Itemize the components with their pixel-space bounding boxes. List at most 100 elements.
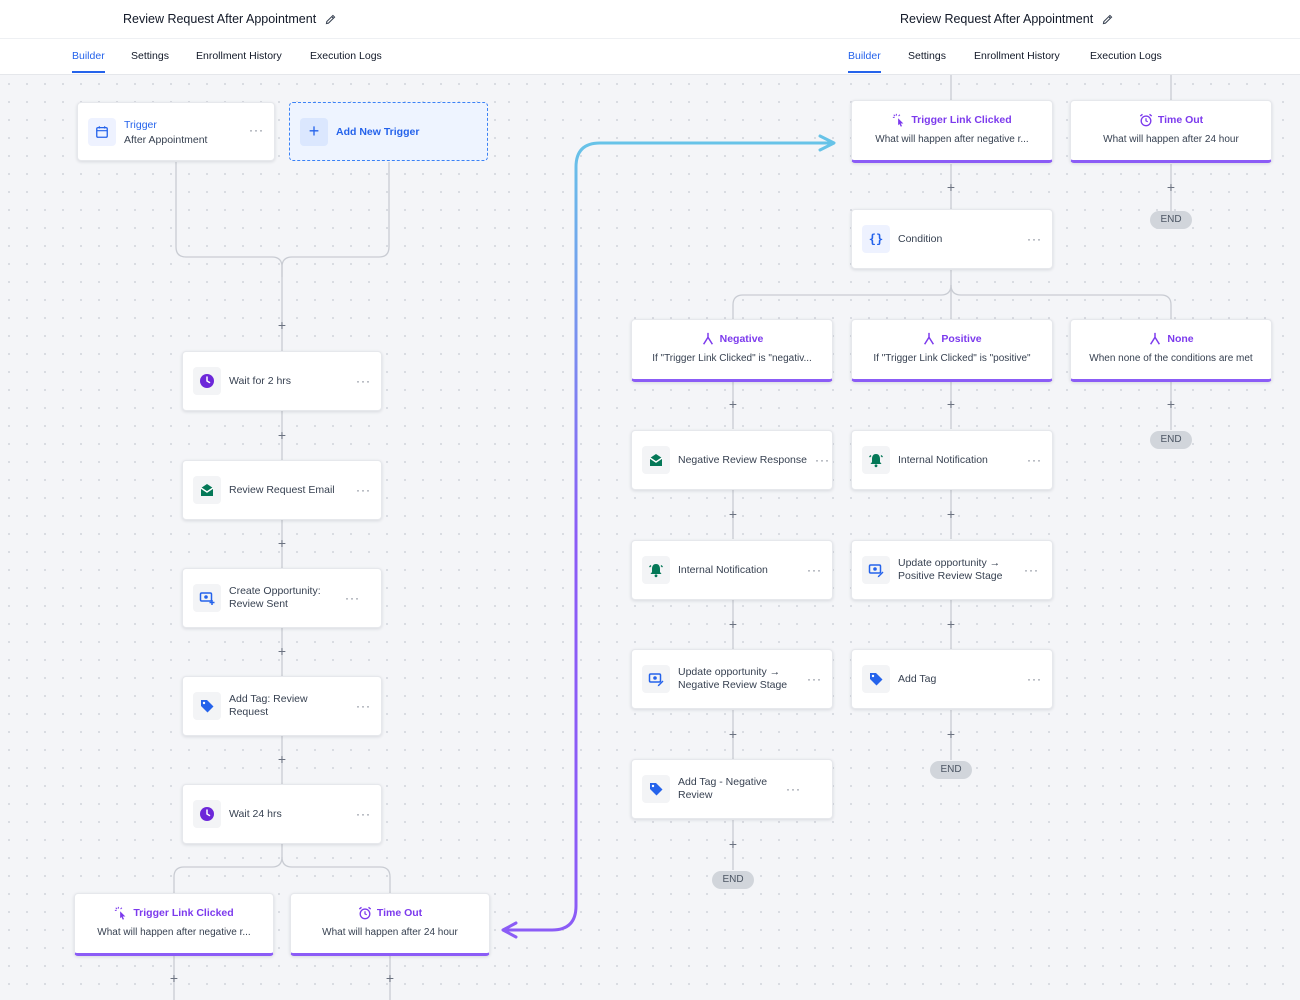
clock-icon bbox=[193, 367, 221, 395]
add-step-button[interactable]: + bbox=[385, 970, 395, 986]
node-menu-button[interactable]: ··· bbox=[345, 591, 360, 605]
email-icon bbox=[193, 476, 221, 504]
add-tag-positive-node[interactable]: Add Tag ··· bbox=[851, 649, 1053, 709]
create-opportunity-node[interactable]: Create Opportunity: Review Sent ··· bbox=[182, 568, 382, 628]
workflow-canvas-right[interactable]: Trigger Link Clicked What will happen af… bbox=[500, 75, 1300, 1000]
add-step-button[interactable]: + bbox=[1166, 396, 1176, 412]
update-opportunity-node[interactable]: Update opportunity → Negative Review Sta… bbox=[631, 649, 833, 709]
action-label: Internal Notification bbox=[898, 453, 988, 466]
end-badge: END bbox=[1150, 431, 1192, 449]
node-menu-button[interactable]: ··· bbox=[356, 699, 371, 713]
tab-enrollment-history[interactable]: Enrollment History bbox=[196, 50, 282, 62]
add-step-button[interactable]: + bbox=[277, 535, 287, 551]
email-action-node[interactable]: Review Request Email ··· bbox=[182, 460, 382, 520]
workflow-canvas-left[interactable]: Trigger After Appointment ··· + Add New … bbox=[0, 75, 500, 1000]
branch-time-out[interactable]: Time Out What will happen after 24 hour bbox=[1070, 100, 1272, 163]
node-menu-button[interactable]: ··· bbox=[356, 374, 371, 388]
branch-negative[interactable]: Negative If "Trigger Link Clicked" is "n… bbox=[631, 319, 833, 382]
add-step-button[interactable]: + bbox=[1166, 179, 1176, 195]
tab-bar: Builder Settings Enrollment History Exec… bbox=[500, 39, 1300, 75]
end-badge: END bbox=[712, 871, 754, 889]
internal-notification-node[interactable]: Internal Notification ··· bbox=[851, 430, 1053, 490]
wait-action-node[interactable]: Wait for 2 hrs ··· bbox=[182, 351, 382, 411]
branch-trigger-link-clicked[interactable]: Trigger Link Clicked What will happen af… bbox=[74, 893, 274, 956]
node-menu-button[interactable]: ··· bbox=[356, 483, 371, 497]
branch-none[interactable]: None When none of the conditions are met bbox=[1070, 319, 1272, 382]
title-wrap: Review Request After Appointment bbox=[900, 12, 1114, 26]
negative-review-response-node[interactable]: Negative Review Response ··· bbox=[631, 430, 833, 490]
add-step-button[interactable]: + bbox=[728, 836, 738, 852]
branch-icon bbox=[924, 332, 935, 345]
trigger-title: Trigger bbox=[124, 119, 157, 131]
branch-icon bbox=[702, 332, 713, 345]
tab-builder[interactable]: Builder bbox=[72, 50, 105, 73]
add-step-button[interactable]: + bbox=[728, 616, 738, 632]
add-step-button[interactable]: + bbox=[277, 751, 287, 767]
alarm-icon bbox=[358, 906, 371, 920]
wait-24-node[interactable]: Wait 24 hrs ··· bbox=[182, 784, 382, 844]
add-tag-label: Add Tag: Review Request bbox=[229, 693, 308, 718]
update-opportunity-node[interactable]: Update opportunity → Positive Review Sta… bbox=[851, 540, 1053, 600]
branch-subtitle: What will happen after 24 hour bbox=[322, 927, 458, 938]
node-menu-button[interactable]: ··· bbox=[807, 672, 822, 686]
node-menu-button[interactable]: ··· bbox=[1027, 672, 1042, 686]
workflow-title: Review Request After Appointment bbox=[900, 12, 1094, 26]
add-step-button[interactable]: + bbox=[277, 643, 287, 659]
trigger-subtitle: After Appointment bbox=[124, 134, 208, 146]
node-menu-button[interactable]: ··· bbox=[814, 453, 830, 467]
add-step-button[interactable]: + bbox=[946, 506, 956, 522]
add-step-button[interactable]: + bbox=[946, 396, 956, 412]
add-step-button[interactable]: + bbox=[946, 616, 956, 632]
wait-24-label: Wait 24 hrs bbox=[229, 807, 282, 820]
email-icon bbox=[642, 446, 670, 474]
pencil-icon[interactable] bbox=[324, 13, 337, 26]
trigger-node[interactable]: Trigger After Appointment ··· bbox=[77, 102, 275, 161]
add-step-button[interactable]: + bbox=[277, 317, 287, 333]
header-bar: Review Request After Appointment bbox=[500, 0, 1300, 39]
add-tag-node[interactable]: Add Tag: Review Request ··· bbox=[182, 676, 382, 736]
connector-lines-left bbox=[173, 162, 391, 1000]
add-tag-negative-node[interactable]: Add Tag - Negative Review ··· bbox=[631, 759, 833, 819]
branch-title: Negative bbox=[719, 333, 764, 345]
add-new-trigger-button[interactable]: + Add New Trigger bbox=[289, 102, 488, 161]
add-step-button[interactable]: + bbox=[728, 506, 738, 522]
branch-trigger-link-clicked[interactable]: Trigger Link Clicked What will happen af… bbox=[851, 100, 1053, 163]
node-menu-button[interactable]: ··· bbox=[356, 807, 371, 821]
node-menu-button[interactable]: ··· bbox=[786, 782, 801, 796]
right-panel: Trigger Link Clicked What will happen af… bbox=[500, 0, 1300, 1000]
create-opportunity-label: Create Opportunity: Review Sent bbox=[229, 585, 321, 610]
internal-notification-node[interactable]: Internal Notification ··· bbox=[631, 540, 833, 600]
pencil-icon[interactable] bbox=[1101, 13, 1114, 26]
node-menu-button[interactable]: ··· bbox=[1024, 563, 1039, 577]
add-step-button[interactable]: + bbox=[728, 396, 738, 412]
branch-time-out[interactable]: Time Out What will happen after 24 hour bbox=[290, 893, 490, 956]
branch-title-row: None bbox=[1071, 332, 1271, 346]
action-label: Add Tag bbox=[898, 672, 937, 685]
tab-execution-logs[interactable]: Execution Logs bbox=[1090, 50, 1162, 62]
workflow-title: Review Request After Appointment bbox=[123, 12, 317, 26]
action-label: Negative Review Response bbox=[678, 453, 807, 466]
add-step-button[interactable]: + bbox=[728, 726, 738, 742]
condition-node[interactable]: {} Condition ··· bbox=[851, 209, 1053, 269]
node-menu-button[interactable]: ··· bbox=[1027, 453, 1042, 467]
action-label: Update opportunity → Negative Review Sta… bbox=[678, 666, 788, 691]
branch-subtitle: When none of the conditions are met bbox=[1089, 353, 1253, 364]
opportunity-icon bbox=[642, 665, 670, 693]
add-step-button[interactable]: + bbox=[277, 427, 287, 443]
tab-settings[interactable]: Settings bbox=[131, 50, 169, 62]
node-menu-button[interactable]: ··· bbox=[807, 563, 822, 577]
add-step-button[interactable]: + bbox=[946, 179, 956, 195]
node-menu-button[interactable]: ··· bbox=[1027, 232, 1042, 246]
branch-title: None bbox=[1167, 333, 1194, 345]
tab-builder[interactable]: Builder bbox=[848, 50, 881, 73]
add-step-button[interactable]: + bbox=[169, 970, 179, 986]
add-step-button[interactable]: + bbox=[946, 726, 956, 742]
braces-icon: {} bbox=[862, 225, 890, 253]
trigger-menu-button[interactable]: ··· bbox=[249, 123, 264, 137]
tab-enrollment-history[interactable]: Enrollment History bbox=[974, 50, 1060, 62]
tab-settings[interactable]: Settings bbox=[908, 50, 946, 62]
tab-execution-logs[interactable]: Execution Logs bbox=[310, 50, 382, 62]
branch-positive[interactable]: Positive If "Trigger Link Clicked" is "p… bbox=[851, 319, 1053, 382]
plus-icon: + bbox=[300, 118, 328, 146]
tab-bar: Builder Settings Enrollment History Exec… bbox=[0, 39, 500, 75]
